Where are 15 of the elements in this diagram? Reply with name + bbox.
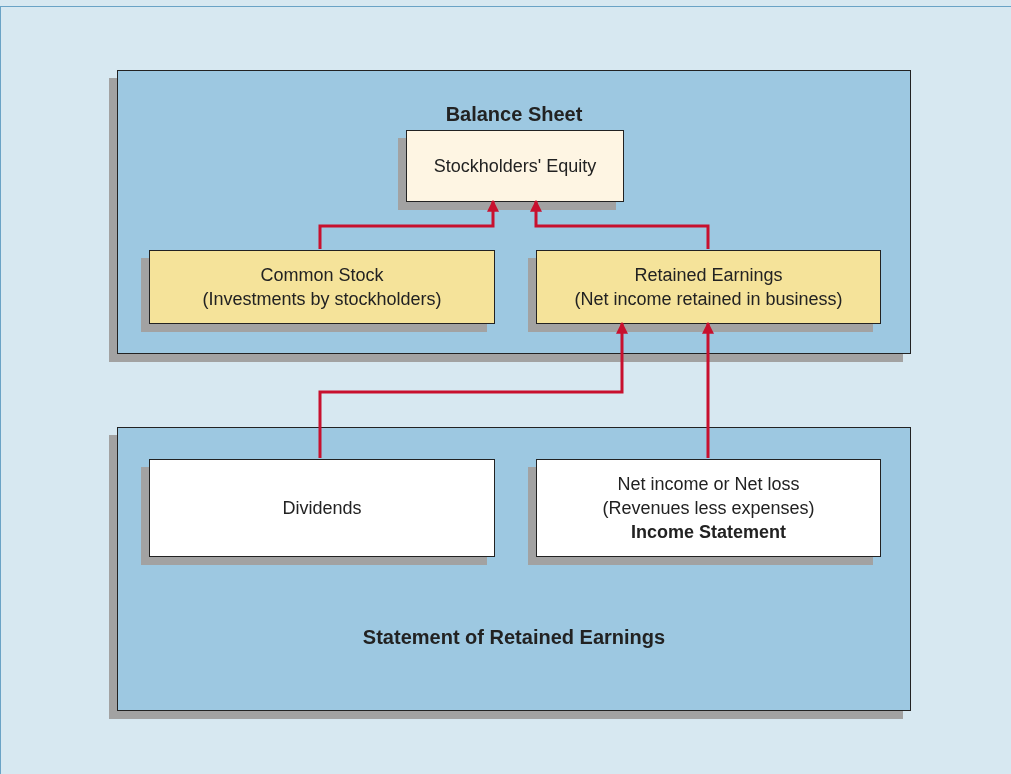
arrow [318,321,628,458]
box-text: Common Stock [260,264,384,287]
panel-title: Statement of Retained Earnings [361,625,667,650]
box-text: (Investments by stockholders) [202,288,442,311]
arrow [318,199,499,249]
panel-title: Balance Sheet [444,102,584,127]
box-text: Net income or Net loss [617,473,800,496]
box-text: Retained Earnings [634,264,783,287]
box-text: (Net income retained in business) [574,288,843,311]
box-text: (Revenues less expenses) [602,497,815,520]
box-text: Stockholders' Equity [433,155,597,178]
box-text: Income Statement [630,521,786,544]
box-text: Dividends [282,497,362,520]
arrow [702,321,714,458]
arrow [530,199,710,249]
